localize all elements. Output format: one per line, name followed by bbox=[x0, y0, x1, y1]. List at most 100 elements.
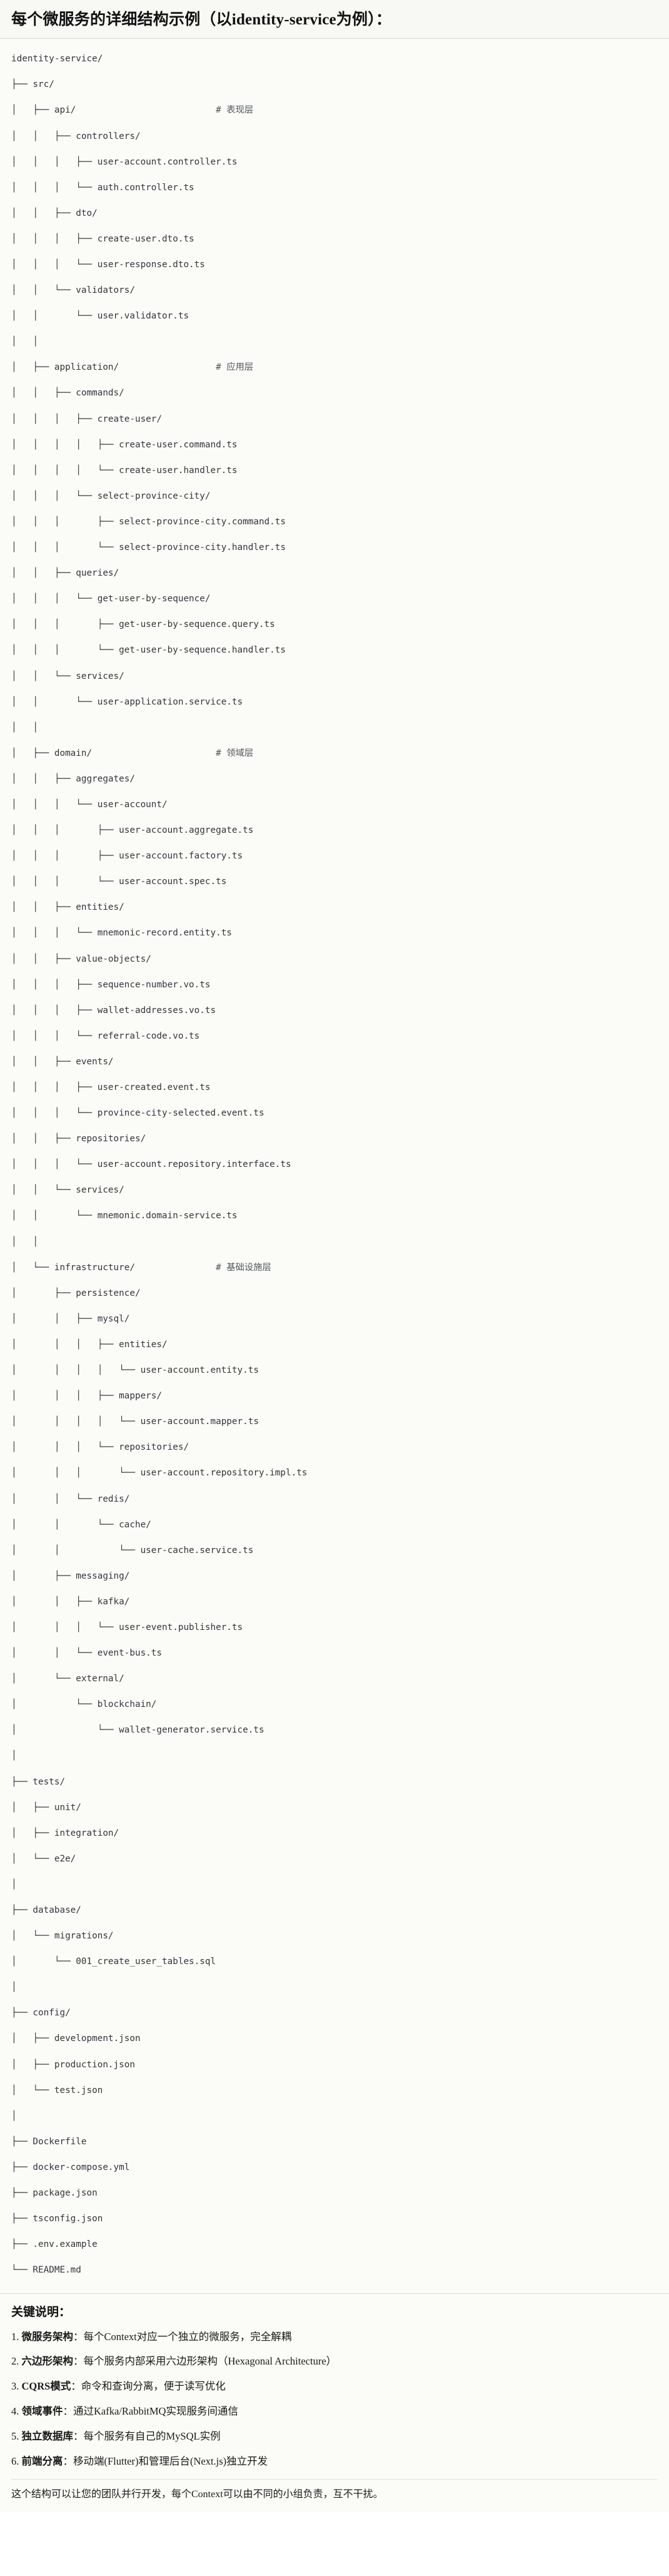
tree-line: │ │ │ ├── wallet-addresses.vo.ts bbox=[11, 1005, 216, 1016]
tree-line: │ │ │ └── province-city-selected.event.t… bbox=[11, 1108, 264, 1119]
tree-line: │ ├── unit/ bbox=[11, 1802, 81, 1813]
tree-line: │ │ │ └── referral-code.vo.ts bbox=[11, 1031, 200, 1041]
tree-line: │ │ │ └── get-user-by-sequence/ bbox=[11, 594, 211, 604]
tree-line: │ bbox=[11, 1751, 17, 1761]
key-note-item: 1. 微服务架构：每个Context对应一个独立的微服务，完全解耦 bbox=[11, 2329, 658, 2344]
tree-line: │ │ │ └── auth.controller.ts bbox=[11, 182, 194, 193]
tree-line: │ bbox=[11, 1879, 17, 1890]
key-note-separator: ： bbox=[63, 2455, 74, 2468]
tree-line: ├── .env.example bbox=[11, 2239, 98, 2250]
page-root: 每个微服务的详细结构示例（以identity-service为例）： ident… bbox=[0, 0, 669, 2513]
tree-line: │ │ ├── events/ bbox=[11, 1056, 114, 1067]
key-note-number: 3. bbox=[11, 2380, 22, 2393]
key-note-item: 3. CQRS模式：命令和查询分离，便于读写优化 bbox=[11, 2379, 658, 2394]
key-note-description: 移动端(Flutter)和管理后台(Next.js)独立开发 bbox=[73, 2455, 268, 2468]
key-note-number: 6. bbox=[11, 2455, 22, 2468]
tree-line: │ │ ├── queries/ bbox=[11, 568, 119, 579]
tree-layer-comment: # 领域层 bbox=[216, 748, 254, 758]
tree-line: ├── src/ bbox=[11, 79, 54, 90]
directory-tree-block: identity-service/ ├── src/ │ ├── api/ # … bbox=[0, 39, 669, 2294]
key-note-separator: ： bbox=[73, 2330, 84, 2343]
tree-line: │ │ ├── entities/ bbox=[11, 902, 124, 913]
tree-line: │ ├── development.json bbox=[11, 2034, 141, 2044]
page-header: 每个微服务的详细结构示例（以identity-service为例）： bbox=[0, 0, 669, 39]
tree-line: │ │ ├── commands/ bbox=[11, 388, 124, 399]
tree-line: │ ├── api/ # 表现层 bbox=[11, 105, 254, 116]
key-notes-outro: 这个结构可以让您的团队并行开发，每个Context可以由不同的小组负责，互不干扰… bbox=[11, 2479, 658, 2502]
key-note-term: 微服务架构 bbox=[21, 2330, 74, 2343]
tree-line: │ └── external/ bbox=[11, 1674, 124, 1684]
tree-line: │ │ │ ├── sequence-number.vo.ts bbox=[11, 979, 211, 990]
key-notes-title: 关键说明： bbox=[11, 2305, 71, 2319]
tree-line: ├── docker-compose.yml bbox=[11, 2162, 130, 2172]
key-note-item: 4. 领域事件：通过Kafka/RabbitMQ实现服务间通信 bbox=[11, 2404, 658, 2419]
tree-line: │ │ └── services/ bbox=[11, 671, 124, 681]
key-note-item: 5. 独立数据库：每个服务有自己的MySQL实例 bbox=[11, 2429, 658, 2444]
key-note-number: 1. bbox=[11, 2330, 22, 2343]
directory-tree: identity-service/ ├── src/ │ ├── api/ # … bbox=[11, 53, 658, 2277]
tree-line: │ │ │ ├── create-user.dto.ts bbox=[11, 233, 194, 244]
tree-line: ├── config/ bbox=[11, 2008, 71, 2019]
tree-line: ├── Dockerfile bbox=[11, 2136, 87, 2147]
tree-line: │ │ │ └── repositories/ bbox=[11, 1442, 189, 1453]
tree-line: │ ├── messaging/ bbox=[11, 1571, 130, 1581]
tree-line: │ │ │ └── user-account.repository.interf… bbox=[11, 1159, 291, 1170]
tree-line: │ ├── application/ # 应用层 bbox=[11, 362, 254, 373]
key-note-separator: ： bbox=[63, 2405, 74, 2418]
tree-line: │ │ │ │ └── create-user.handler.ts bbox=[11, 465, 238, 476]
tree-line: │ │ └── redis/ bbox=[11, 1494, 130, 1504]
tree-line: │ │ │ └── mnemonic-record.entity.ts bbox=[11, 928, 232, 939]
key-note-description: 每个服务内部采用六边形架构（Hexagonal Architecture） bbox=[83, 2355, 337, 2368]
key-note-number: 5. bbox=[11, 2430, 22, 2443]
key-note-description: 通过Kafka/RabbitMQ实现服务间通信 bbox=[73, 2405, 238, 2418]
key-note-separator: ： bbox=[71, 2380, 81, 2393]
directory-tree-code: identity-service/ ├── src/ │ ├── api/ # … bbox=[11, 53, 658, 2277]
tree-line: │ └── blockchain/ bbox=[11, 1699, 157, 1710]
tree-line: └── README.md bbox=[11, 2265, 81, 2276]
tree-line: │ │ ├── kafka/ bbox=[11, 1596, 130, 1607]
tree-line: │ └── 001_create_user_tables.sql bbox=[11, 1957, 216, 1967]
tree-line: identity-service/ bbox=[11, 54, 103, 64]
tree-line: │ │ ├── dto/ bbox=[11, 208, 98, 218]
tree-line: │ │ └── user-cache.service.ts bbox=[11, 1545, 254, 1555]
tree-line: │ │ ├── aggregates/ bbox=[11, 773, 135, 784]
tree-line: │ │ │ └── select-province-city.handler.t… bbox=[11, 542, 286, 553]
key-note-term: 领域事件 bbox=[21, 2405, 63, 2418]
tree-line: │ │ │ ├── user-created.event.ts bbox=[11, 1082, 211, 1092]
tree-line: │ │ bbox=[11, 1236, 39, 1247]
tree-line: │ │ └── services/ bbox=[11, 1185, 124, 1196]
tree-line: │ │ └── user-application.service.ts bbox=[11, 696, 243, 707]
tree-line: │ │ └── cache/ bbox=[11, 1519, 151, 1530]
tree-line: ├── database/ bbox=[11, 1905, 81, 1915]
key-note-description: 命令和查询分离，便于读写优化 bbox=[81, 2380, 226, 2393]
tree-line: │ │ │ ├── mappers/ bbox=[11, 1391, 163, 1402]
tree-line: │ │ └── event-bus.ts bbox=[11, 1648, 163, 1659]
tree-line: │ │ │ └── user-account/ bbox=[11, 799, 168, 810]
tree-line: │ │ │ └── user-account.repository.impl.t… bbox=[11, 1468, 308, 1479]
tree-line: │ │ │ ├── entities/ bbox=[11, 1339, 168, 1350]
tree-line: │ │ ├── repositories/ bbox=[11, 1134, 146, 1144]
tree-line: │ └── wallet-generator.service.ts bbox=[11, 1725, 264, 1736]
key-note-separator: ： bbox=[73, 2355, 84, 2368]
tree-line: │ │ └── mnemonic.domain-service.ts bbox=[11, 1211, 238, 1221]
key-note-number: 4. bbox=[11, 2405, 22, 2418]
key-note-separator: ： bbox=[73, 2430, 84, 2443]
tree-line: │ │ │ │ ├── create-user.command.ts bbox=[11, 439, 238, 450]
key-note-term: 独立数据库 bbox=[21, 2430, 74, 2443]
key-note-term: 六边形架构 bbox=[21, 2355, 74, 2368]
tree-line: │ │ └── validators/ bbox=[11, 285, 135, 296]
tree-layer-comment: # 表现层 bbox=[216, 105, 254, 116]
tree-line: │ └── migrations/ bbox=[11, 1931, 114, 1942]
tree-line: │ bbox=[11, 1982, 17, 1993]
tree-line: │ │ │ │ └── user-account.entity.ts bbox=[11, 1365, 259, 1376]
tree-line: │ │ ├── controllers/ bbox=[11, 131, 141, 141]
tree-line: │ │ │ └── user-response.dto.ts bbox=[11, 260, 205, 270]
key-note-term: 前端分离 bbox=[21, 2455, 63, 2468]
tree-line: │ │ ├── value-objects/ bbox=[11, 954, 151, 964]
tree-line: │ │ bbox=[11, 722, 39, 733]
tree-line: │ │ │ ├── user-account.controller.ts bbox=[11, 156, 238, 167]
tree-line: │ └── e2e/ bbox=[11, 1853, 76, 1864]
tree-line: │ │ │ ├── user-account.aggregate.ts bbox=[11, 825, 254, 836]
